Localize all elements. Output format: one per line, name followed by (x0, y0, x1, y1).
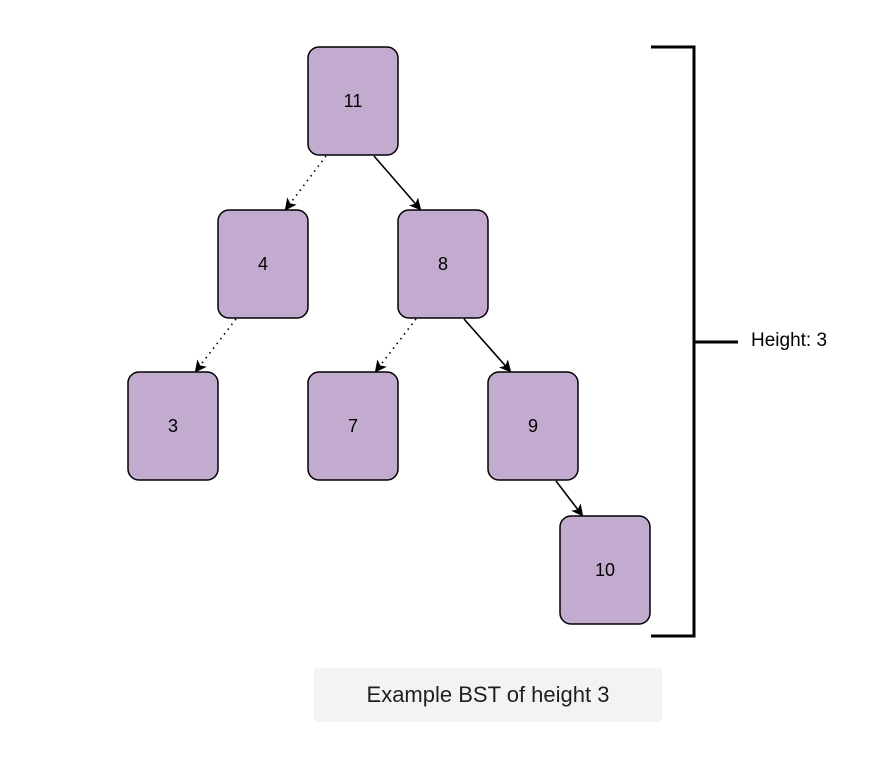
node-value: 8 (438, 254, 448, 274)
edge-11-to-4 (284, 155, 327, 211)
tree-node-8: 8 (397, 209, 489, 319)
node-box (487, 371, 579, 481)
node-value: 10 (595, 560, 615, 580)
node-value: 11 (344, 91, 363, 111)
edge-8-to-9 (463, 318, 512, 373)
tree-node-4: 4 (217, 209, 309, 319)
edge-9-to-10 (555, 480, 584, 517)
node-box (307, 371, 399, 481)
node-box (559, 515, 651, 625)
tree-node-9: 9 (487, 371, 579, 481)
tree-node-11: 11 (307, 46, 399, 156)
nodes-layer: 11 4 8 3 7 9 10 (127, 46, 651, 625)
node-box (127, 371, 219, 481)
height-bracket (651, 45, 738, 638)
tree-node-7: 7 (307, 371, 399, 481)
figure-caption: Example BST of height 3 (314, 668, 662, 722)
node-box (307, 46, 399, 156)
height-label: Height: 3 (751, 330, 827, 351)
tree-node-10: 10 (559, 515, 651, 625)
node-box (217, 209, 309, 319)
node-value: 9 (528, 416, 538, 436)
edges-layer (194, 155, 584, 517)
node-value: 3 (168, 416, 178, 436)
node-box (397, 209, 489, 319)
tree-node-3: 3 (127, 371, 219, 481)
edge-11-to-8 (373, 155, 422, 211)
node-value: 4 (258, 254, 268, 274)
edge-4-to-3 (194, 318, 237, 373)
node-value: 7 (348, 416, 358, 436)
edge-8-to-7 (374, 318, 417, 373)
